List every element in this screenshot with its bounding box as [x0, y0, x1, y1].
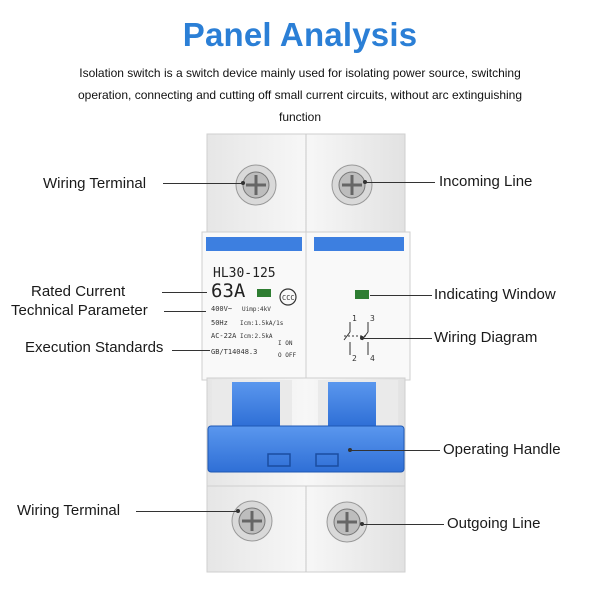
leader-execution-standards [172, 350, 210, 351]
diagram-terminal-1: 1 [352, 314, 357, 323]
leader-rated-current [162, 292, 207, 293]
handle-lever-left [232, 382, 280, 426]
leader-outgoing-line [362, 524, 444, 525]
leader-technical-parameter [164, 311, 206, 312]
bottom-terminal-right [326, 501, 368, 543]
leader-indicating-window [370, 295, 432, 296]
label-outgoing-line: Outgoing Line [447, 515, 541, 532]
label-operating-handle: Operating Handle [443, 441, 561, 458]
leader-dot [241, 181, 245, 185]
diagram-terminal-2: 2 [352, 354, 357, 363]
top-terminal-right [331, 164, 373, 206]
label-technical-parameter: Technical Parameter [11, 302, 148, 319]
diagram-terminal-3: 3 [370, 314, 375, 323]
indicator-window-left [257, 289, 271, 297]
on-label: I ON [278, 340, 293, 347]
diagram-terminal-4: 4 [370, 354, 375, 363]
spec-freq: 50Hz [211, 319, 228, 327]
top-terminal-left [235, 164, 277, 206]
label-incoming-line: Incoming Line [439, 173, 533, 190]
page-title: Panel Analysis [182, 16, 418, 53]
label-wiring-terminal-top: Wiring Terminal [43, 175, 147, 192]
leader-dot [236, 509, 240, 513]
leader-dot [348, 448, 352, 452]
operating-handle-bar [207, 425, 405, 473]
leader-dot [363, 180, 367, 184]
spec-icm: Icm:1.5kA/1s [240, 320, 284, 327]
leader-incoming-line [365, 182, 435, 183]
leader-wiring-diagram [362, 338, 432, 339]
leader-wiring-terminal-top [163, 183, 243, 184]
leader-dot [360, 522, 364, 526]
device-model: HL30-125 [213, 266, 276, 281]
handle-lever-right [328, 382, 376, 426]
spec-voltage: 400V~ [211, 305, 233, 313]
off-label: O OFF [278, 352, 297, 359]
label-execution-standards: Execution Standards [25, 339, 164, 356]
leader-wiring-terminal-bottom [136, 511, 238, 512]
indicator-window-right [355, 290, 369, 299]
label-wiring-terminal-bottom: Wiring Terminal [17, 502, 121, 519]
spec-uimp: Uimp:4kV [242, 306, 271, 313]
bottom-terminal-left [231, 500, 273, 542]
spec-icw: Icm:2.5kA [240, 333, 273, 340]
leader-dot [360, 336, 364, 340]
label-rated-current: Rated Current [31, 283, 126, 300]
label-wiring-diagram: Wiring Diagram [434, 329, 538, 346]
label-indicating-window: Indicating Window [434, 286, 556, 303]
description: Isolation switch is a switch device main… [77, 66, 523, 124]
leader-operating-handle [350, 450, 440, 451]
spec-ac: AC-22A [211, 332, 237, 340]
svg-text:CCC: CCC [282, 294, 295, 302]
device-current: 63A [211, 280, 246, 302]
spec-standard: GB/T14048.3 [211, 348, 258, 356]
